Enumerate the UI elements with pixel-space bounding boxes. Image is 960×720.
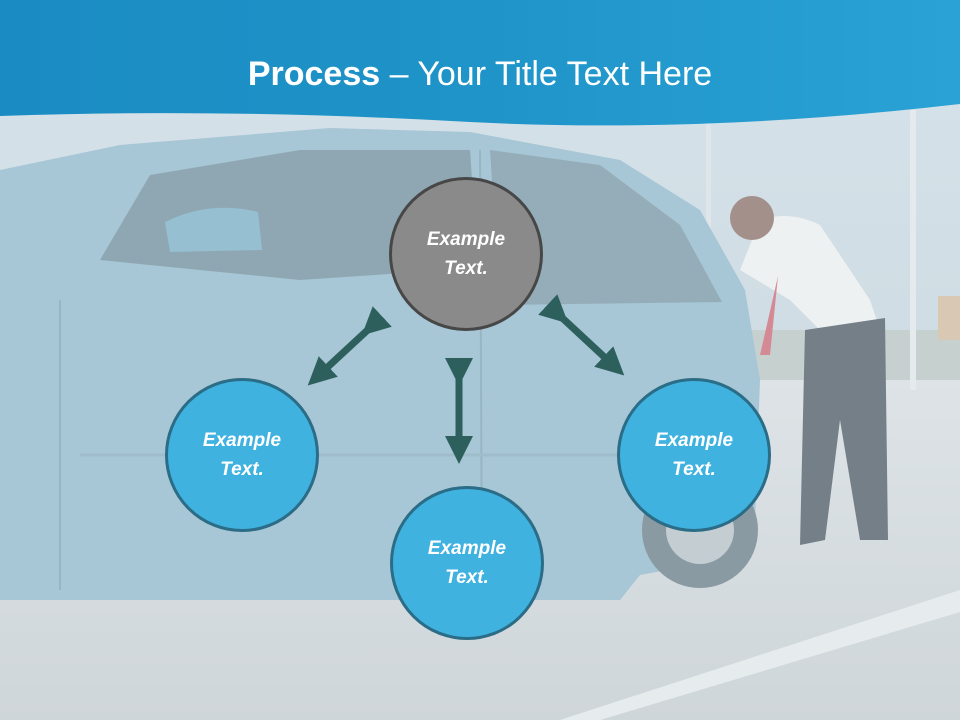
node-center: Example Text.: [389, 177, 543, 331]
node-bottom-label: Example Text.: [427, 538, 507, 588]
header-band: [0, 0, 960, 126]
node-bottom: Example Text.: [390, 486, 544, 640]
title-rest: – Your Title Text Here: [380, 55, 713, 93]
node-left-label: Example Text.: [202, 430, 282, 480]
node-right: Example Text.: [617, 378, 771, 532]
title-bold: Process: [247, 55, 381, 93]
node-center-label: Example Text.: [426, 229, 506, 279]
node-right-label: Example Text.: [654, 430, 734, 480]
node-left: Example Text.: [165, 378, 319, 532]
slide-title: Process – Your Title Text Here: [0, 52, 960, 96]
